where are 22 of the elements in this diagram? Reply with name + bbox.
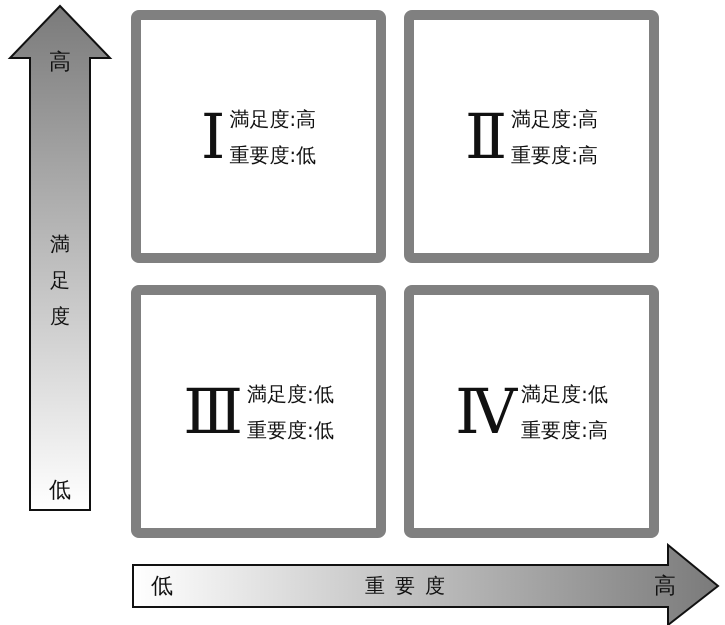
quadrant-label: 満足度:高 <box>229 106 316 132</box>
axis-label: 低 <box>151 573 173 601</box>
axis-label: 低 <box>49 477 71 505</box>
quadrant-label: 満足度:低 <box>247 380 334 408</box>
quadrant-label: 重要度:低 <box>247 416 334 444</box>
roman-numeral: Ⅳ <box>455 380 518 442</box>
quadrant-box <box>404 285 659 538</box>
quadrant-label: 重要度:低 <box>229 142 316 168</box>
quadrant-label: 満足度:高 <box>511 106 598 132</box>
axis-label: 高 <box>654 573 676 601</box>
quadrant-box <box>131 10 386 263</box>
axis-label: 満足度 <box>50 231 70 330</box>
quadrant-label: 重要度:高 <box>511 142 598 168</box>
axis-label: 重要度 <box>365 572 455 600</box>
axis-label: 高 <box>49 49 71 77</box>
roman-numeral: Ⅱ <box>465 106 508 168</box>
quadrant-box <box>404 10 659 263</box>
quadrant-label: 重要度:高 <box>521 416 608 444</box>
quadrant-box <box>131 285 386 538</box>
roman-numeral: Ⅰ <box>200 106 226 168</box>
quadrant-label: 満足度:低 <box>521 380 608 408</box>
roman-numeral: Ⅲ <box>183 380 244 442</box>
